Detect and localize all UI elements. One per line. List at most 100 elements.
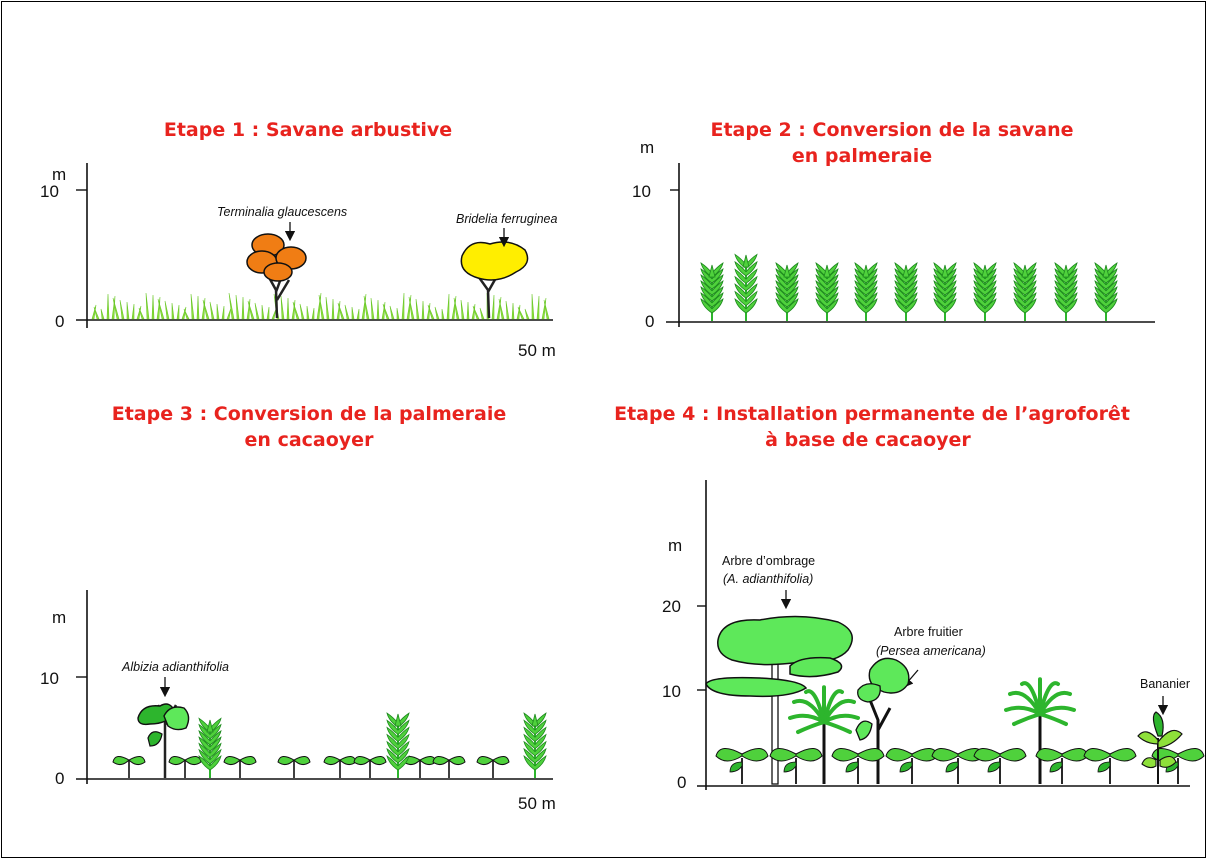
cacao-tree [1083,748,1137,784]
young-palm [198,717,222,778]
cacao-seedling [432,756,466,778]
grass-blade [427,304,435,320]
banana-plant [1137,711,1183,784]
grass-blade [401,292,405,320]
panel-4-y-tick-10: 10 [662,682,681,701]
grass-blade [292,301,300,320]
young-palm [933,262,957,321]
grass-blade [517,306,525,320]
young-palm [973,262,997,321]
grass-blade [351,306,355,320]
grass-blade [382,303,390,320]
grass-blade [524,308,530,320]
grass-blade [138,307,145,320]
grass-blade [472,305,480,320]
panel-3-title-line-2: en cacaoyer [245,429,375,451]
grass-blade [254,302,260,320]
cacao-seedling [403,756,437,778]
oil-palm [788,685,860,784]
grass-blade [415,298,420,320]
grass-blade [126,301,130,320]
young-palm [700,262,724,321]
grass-blade [306,305,310,320]
grass-blade [202,299,210,320]
cacao-seedling [168,756,202,778]
grass-blade [299,303,305,320]
grass-blade [311,307,315,320]
young-palm [815,262,839,321]
cacao-tree-row [715,748,1205,784]
grass-blade [266,306,270,320]
panel-3-x-label: 50 m [518,794,556,813]
grass-blade [247,300,255,320]
cacao-seedling [353,756,387,778]
young-palm [734,253,758,321]
panel-4-title-line-2: à base de cacaoyer [765,429,971,451]
palm-row [700,253,1118,321]
banana-label: Bananier [1140,677,1190,691]
grass-blade [271,308,277,320]
cacao-seedling [112,756,146,778]
grass-blade [498,298,505,320]
grass-blade [460,299,465,320]
bridelia-label: Bridelia ferruginea [456,212,557,226]
grass-blade [286,297,290,320]
grass-blade [505,300,510,320]
grass-blade [100,308,105,320]
young-palm [386,712,410,778]
grass-blade [145,292,150,320]
panel-2: Etape 2 : Conversion de la savane en pal… [632,119,1155,331]
grass-blade [235,294,240,320]
panel-2-title-line-2: en palmeraie [792,145,932,167]
grass-blade [491,294,495,320]
panel-1-y-tick-0: 0 [55,312,64,331]
grass-blade [318,294,325,320]
grass-blade [228,292,235,320]
panel-2-title-line-1: Etape 2 : Conversion de la savane [710,119,1073,141]
panel-3-y-tick-10: 10 [40,669,59,688]
panel-2-y-tick-0: 0 [645,312,654,331]
grass-blade [280,295,285,320]
grass-blade [453,297,460,320]
grass-blade [226,307,232,320]
panel-2-y-unit: m [640,138,654,157]
grass-blade [241,296,245,320]
grass-blade [396,307,400,320]
grass-blade [408,296,415,320]
cacao-seedling [323,756,357,778]
shade-tree-sublabel: (A. adianthifolia) [723,572,813,586]
young-palm [894,262,918,321]
albizia-label: Albizia adianthifolia [121,660,229,674]
grass-blade [157,298,165,320]
fruit-tree-sublabel: (Persea americana) [876,644,986,658]
grass-blade [531,293,535,320]
grass-blade [337,302,345,320]
panel-1-y-tick-10: 10 [40,182,59,201]
panel-4-title-line-1: Etape 4 : Installation permanente de l’a… [614,403,1130,425]
cacao-tree [885,748,939,784]
grass-blade [434,306,440,320]
cacao-tree [715,748,769,784]
grass-blade [221,305,225,320]
grass-blade [164,300,170,320]
young-palm [1054,262,1078,321]
panel-4-y-tick-20: 20 [662,597,681,616]
oil-palm-row [788,677,1076,784]
panel-1: Etape 1 : Savane arbustive m 10 0 50 m T… [40,119,557,360]
young-palm [854,262,878,321]
shade-tree-label: Arbre d’ombrage [722,554,815,568]
grass-blade [209,301,215,320]
grass-blade [112,297,120,320]
young-palm [523,712,547,778]
panel-2-y-tick-10: 10 [632,182,651,201]
bridelia-tree [460,241,529,319]
panel-4: Etape 4 : Installation permanente de l’a… [614,403,1205,792]
grass-blade [376,299,380,320]
young-palm [1013,262,1037,321]
grass-blade [536,295,540,320]
grass-blade [261,304,265,320]
grass-blade [479,307,485,320]
grass-blade [325,296,330,320]
